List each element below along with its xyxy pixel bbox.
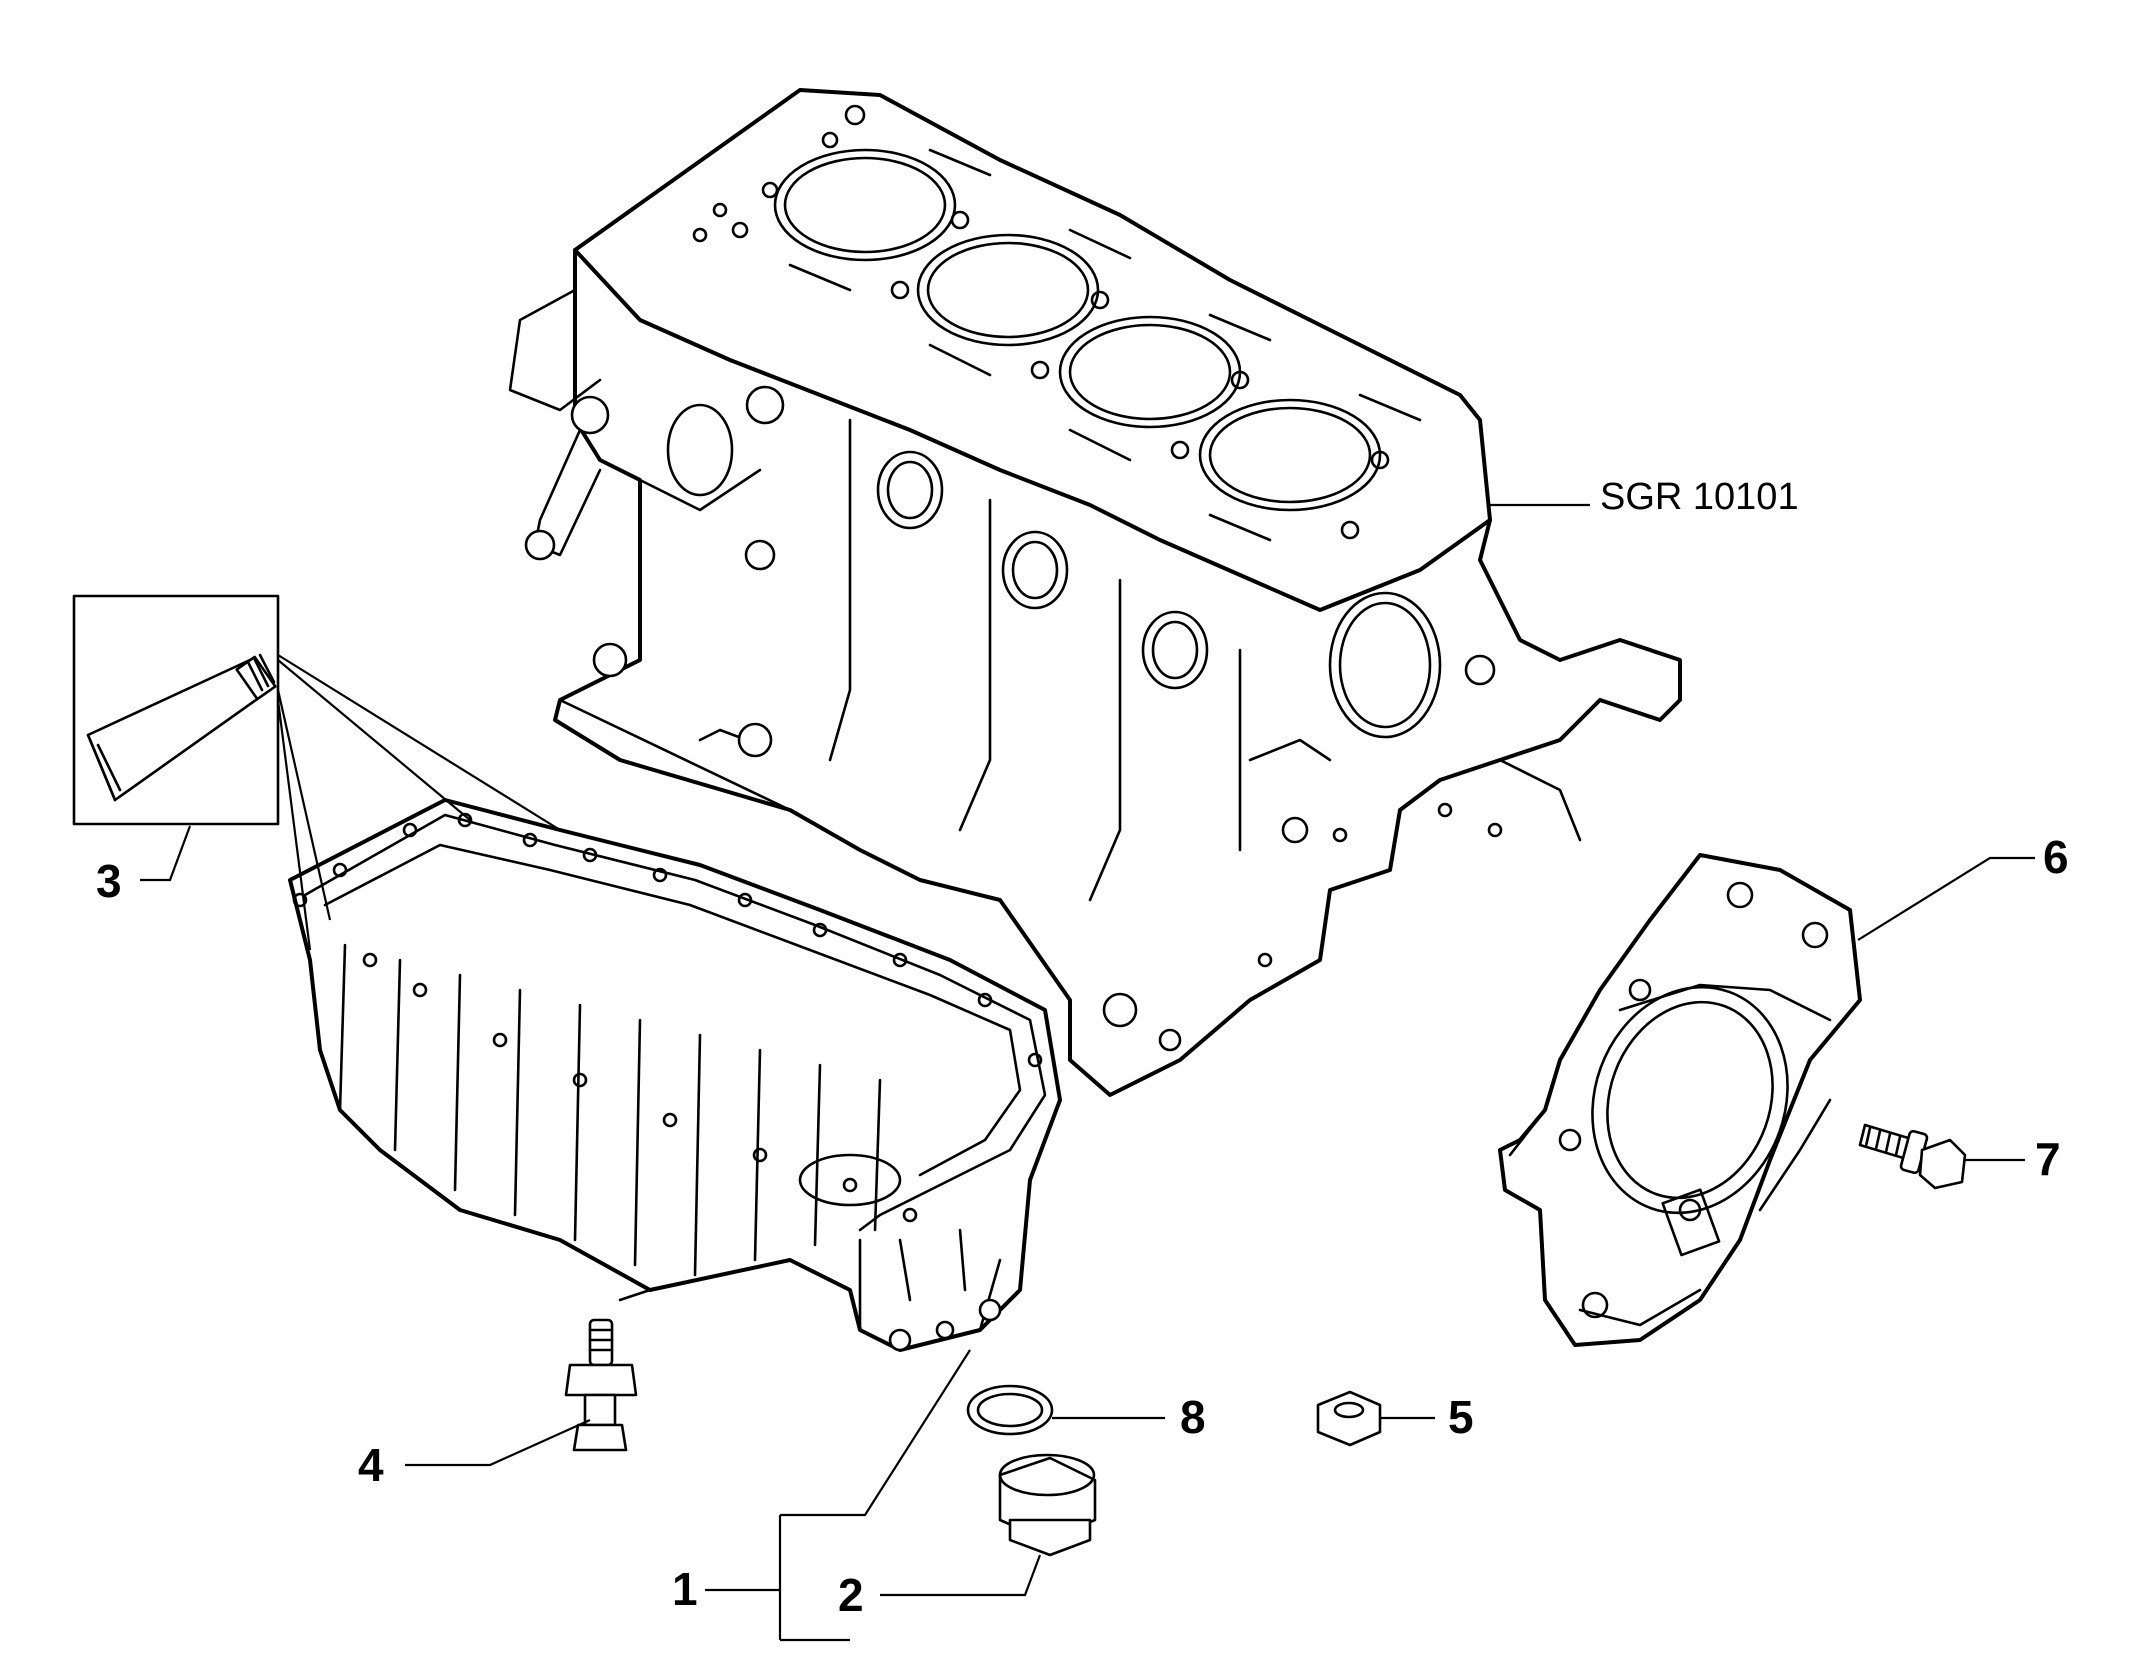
callout-4[interactable]: 4 bbox=[358, 1439, 384, 1491]
sealant-tube-box bbox=[72, 594, 561, 951]
washer-item-8 bbox=[966, 1384, 1054, 1436]
rear-seal-cover bbox=[1498, 853, 1862, 1347]
stud-item-4 bbox=[564, 1318, 638, 1452]
callout-8[interactable]: 8 bbox=[1180, 1391, 1206, 1443]
callout-6[interactable]: 6 bbox=[2043, 831, 2069, 883]
leader-lines bbox=[140, 503, 2035, 1642]
callout-1[interactable]: 1 bbox=[672, 1563, 698, 1615]
nut-item-5 bbox=[1316, 1390, 1382, 1447]
oil-pan bbox=[288, 798, 1062, 1352]
diagram-reference-code: SGR 10101 bbox=[1600, 476, 1799, 518]
callout-5[interactable]: 5 bbox=[1448, 1391, 1474, 1443]
engine-block bbox=[508, 88, 1682, 1097]
callout-7[interactable]: 7 bbox=[2035, 1133, 2061, 1185]
bolt-item-7 bbox=[1858, 1123, 1967, 1190]
drain-plug-item-2 bbox=[998, 1453, 1097, 1557]
callout-3[interactable]: 3 bbox=[96, 855, 122, 907]
callout-2[interactable]: 2 bbox=[838, 1569, 864, 1621]
